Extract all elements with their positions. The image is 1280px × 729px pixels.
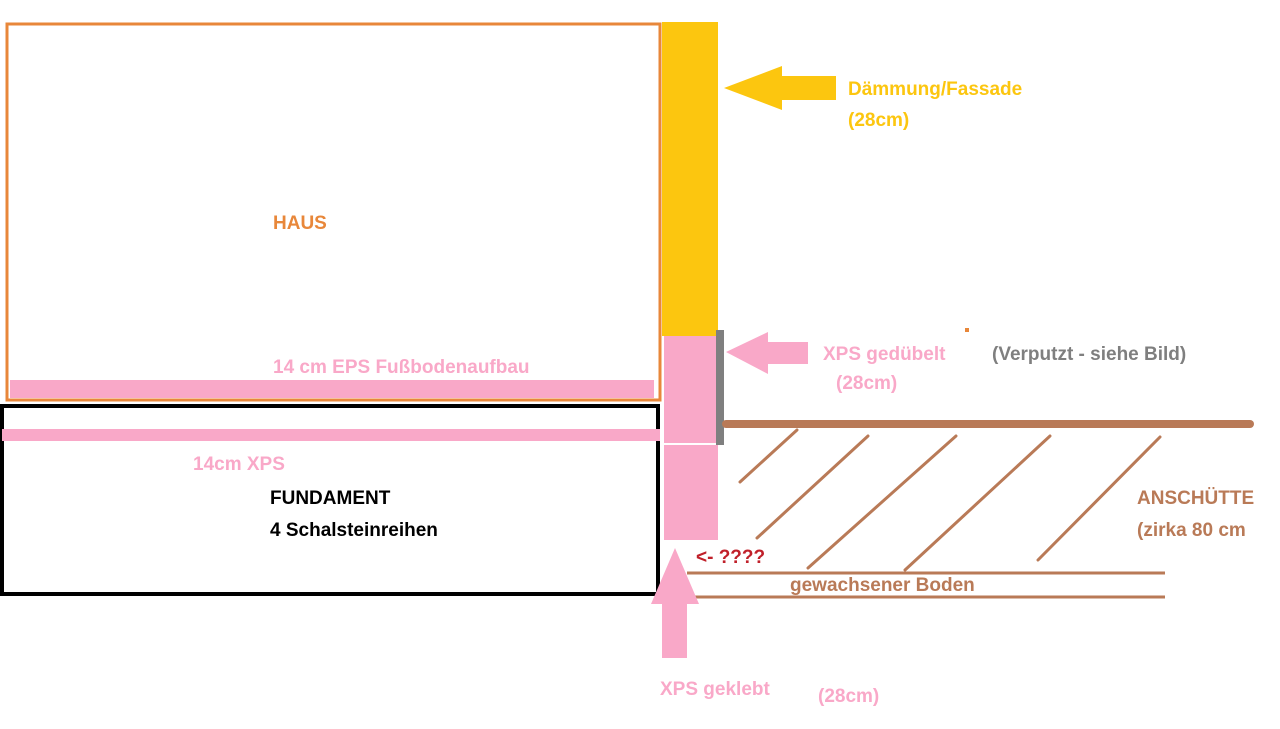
label-question: <- ???? [696, 547, 765, 568]
plaster-strip [716, 330, 724, 445]
label-daemmung-thickness: (28cm) [848, 110, 909, 131]
foundation-outline [0, 404, 660, 596]
label-backfill-depth: (zirka 80 cm [1137, 520, 1246, 541]
label-xps-under: 14cm XPS [193, 454, 285, 475]
backfill-hatching [738, 428, 1162, 572]
label-natural-ground: gewachsener Boden [790, 575, 975, 596]
label-foundation: FUNDAMENT [270, 488, 391, 509]
label-xps-anchored-thickness: (28cm) [836, 373, 897, 394]
xps-wall-upper [664, 336, 718, 443]
label-foundation-rows: 4 Schalsteinreihen [270, 520, 438, 541]
label-xps-anchored: XPS gedübelt [823, 344, 946, 365]
arrow-left-pink-icon [726, 332, 808, 374]
house-outline [5, 22, 662, 402]
label-backfill: ANSCHÜTTE [1137, 488, 1254, 509]
eps-floor-layer [10, 380, 654, 398]
label-daemmung: Dämmung/Fassade [848, 79, 1022, 100]
hatch-line [755, 434, 870, 540]
arrow-up-pink-icon [651, 548, 699, 658]
label-xps-glued-thickness: (28cm) [818, 686, 879, 707]
label-xps-glued: XPS geklebt [660, 679, 770, 700]
arrow-left-yellow-icon [724, 66, 836, 110]
label-plastered-note: (Verputzt - siehe Bild) [992, 344, 1186, 365]
dot-mark [965, 328, 969, 332]
label-haus: HAUS [273, 213, 327, 234]
hatch-line [903, 434, 1052, 572]
label-eps-floor: 14 cm EPS Fußbodenaufbau [273, 357, 530, 378]
xps-under-layer [2, 429, 660, 441]
hatch-line [806, 434, 958, 570]
xps-wall-lower [664, 445, 718, 540]
hatch-line [1036, 435, 1162, 562]
facade-insulation [662, 22, 718, 336]
hatch-line [738, 428, 799, 484]
